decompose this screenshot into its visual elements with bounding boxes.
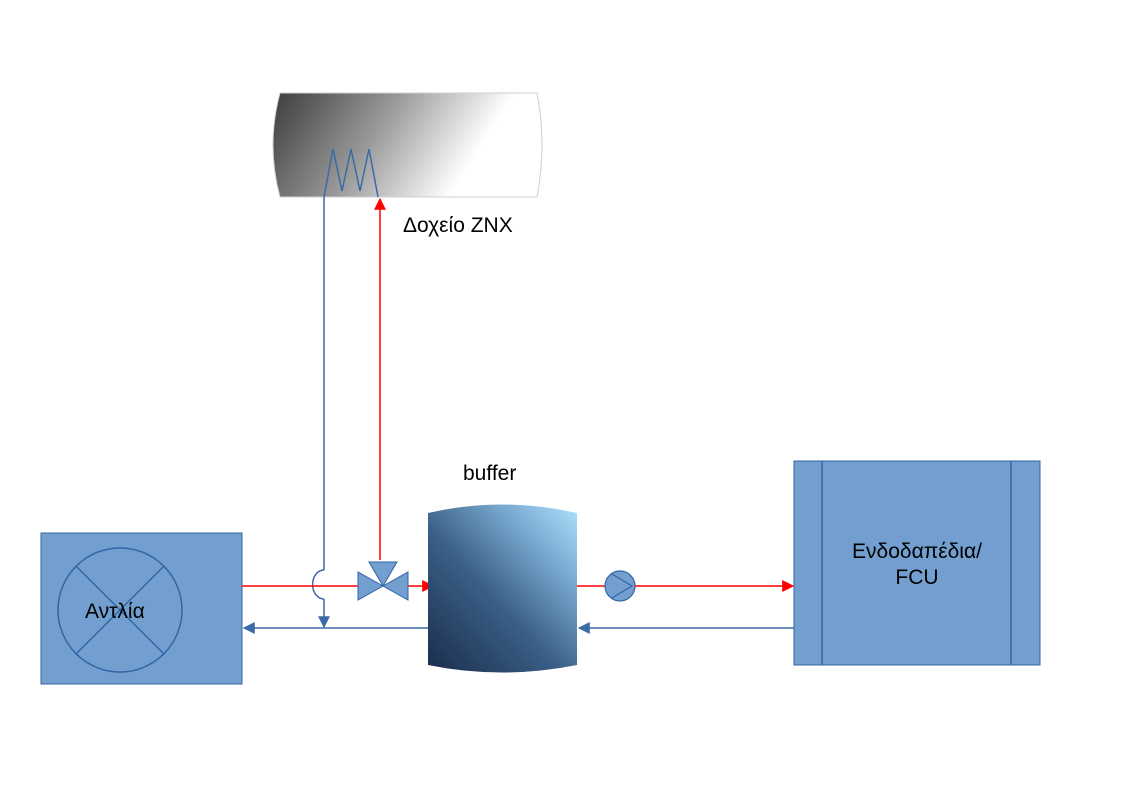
pipe-crossover-icon bbox=[311, 569, 325, 600]
three-way-valve-icon bbox=[357, 561, 409, 601]
dhw-tank-label: Δοχείο ΖΝΧ bbox=[403, 214, 513, 237]
dhw-tank-body bbox=[272, 92, 543, 198]
emitters-label-line1: Ενδοδαπέδια/ bbox=[852, 540, 982, 563]
buffer-tank-body bbox=[428, 504, 577, 673]
heat-pump-symbol bbox=[57, 547, 183, 673]
circulator-pump-icon bbox=[604, 570, 636, 602]
buffer-label: buffer bbox=[463, 462, 516, 485]
buffer-tank bbox=[428, 504, 577, 673]
heating-coil-icon bbox=[323, 148, 379, 198]
heat-pump-label: Αντλία bbox=[85, 600, 145, 623]
dhw-tank bbox=[272, 92, 543, 198]
emitters-unit bbox=[793, 460, 1041, 666]
heat-pump bbox=[40, 532, 243, 685]
emitters-box bbox=[793, 460, 1041, 666]
emitters-label-line2: FCU bbox=[895, 566, 938, 589]
coil-return-line bbox=[311, 197, 330, 629]
heat-pump-box bbox=[40, 532, 243, 685]
